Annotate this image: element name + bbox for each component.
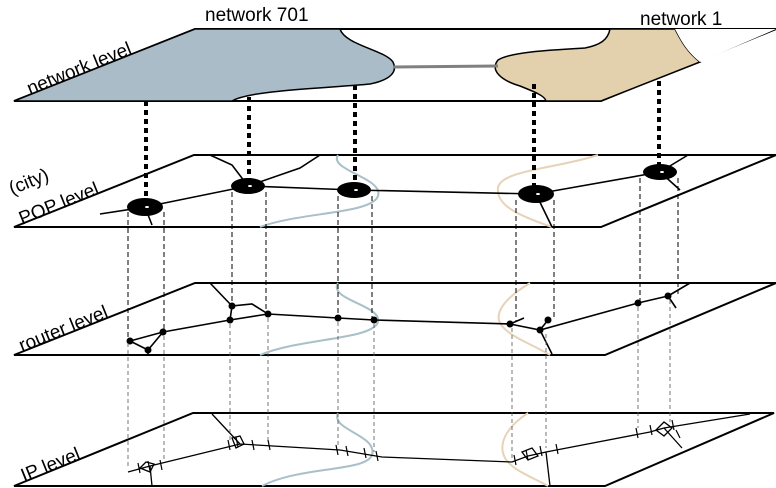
peering-link [392, 64, 499, 69]
pop-level-pops [127, 164, 677, 216]
ip-level-interface-ticks [137, 419, 681, 474]
ip-level-links [127, 413, 751, 487]
ip-level-router-701-a [138, 461, 155, 473]
ip-level-layer [13, 412, 775, 487]
router-to-ip-connectors [127, 300, 671, 468]
ip-level-router-701-b [231, 435, 245, 449]
pop-level-boundary-701 [259, 154, 380, 228]
router-level-boundary-1 [497, 282, 551, 356]
ip-level-plane [13, 412, 775, 487]
network-701-label: network 701 [205, 5, 309, 26]
pop-level-links [99, 154, 689, 228]
ip-level-router-1-a [520, 447, 540, 461]
pop-to-router-connectors [127, 178, 679, 338]
network-level-layer [13, 28, 776, 102]
router-level-boundary-701 [259, 282, 380, 356]
router-level-routers [126, 292, 672, 354]
network-1-label: network 1 [640, 9, 722, 30]
network-701-region [13, 28, 396, 102]
network-to-pop-connectors [144, 81, 661, 200]
router-level-plane [13, 282, 776, 356]
city-label: (city) [6, 165, 52, 200]
pop-level-boundary-1 [496, 154, 599, 228]
ip-level-router-1-b [655, 421, 673, 437]
router-level-layer [13, 282, 776, 356]
pop-level-layer [13, 154, 776, 228]
